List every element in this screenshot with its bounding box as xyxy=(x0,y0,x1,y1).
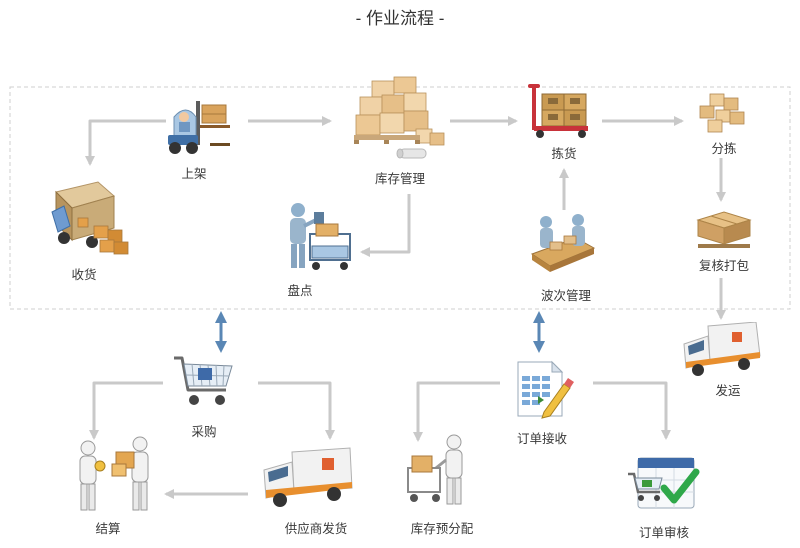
preallocate-label: 库存预分配 xyxy=(410,522,474,536)
order-review-node[interactable] xyxy=(626,454,700,512)
order-review-label: 订单审核 xyxy=(638,526,690,540)
packed-boxes-icon xyxy=(696,211,752,248)
pallet-jack-icon xyxy=(528,84,588,138)
sorting-boxes-icon xyxy=(699,93,745,133)
shelving-label: 上架 xyxy=(181,167,207,181)
arrow-shelving-to-receiving xyxy=(85,119,166,166)
arrow-purchasing-to-supplier xyxy=(258,381,335,440)
warehouse-zone-frame xyxy=(9,86,791,310)
preallocate-node[interactable] xyxy=(400,432,472,512)
picking-node[interactable] xyxy=(524,82,592,140)
arrow-inventory-to-stocktake xyxy=(360,194,411,257)
delivery-truck-icon xyxy=(51,181,129,255)
receiving-label: 收货 xyxy=(71,268,97,282)
order-receive-node[interactable] xyxy=(512,356,574,420)
purchasing-node[interactable] xyxy=(172,354,236,412)
shelving-node[interactable] xyxy=(166,95,234,157)
supplier-truck-icon xyxy=(263,447,353,507)
conveyor-workers-icon xyxy=(530,214,596,272)
supplier-ship-node[interactable] xyxy=(262,446,354,510)
pallet-boxes-icon xyxy=(354,76,445,159)
arrow-order-to-review xyxy=(593,381,671,440)
settlement-node[interactable] xyxy=(74,434,154,516)
preallocate-worker-icon xyxy=(407,434,463,505)
order-receive-label: 订单接收 xyxy=(516,432,568,446)
arrow-order-to-preallocate xyxy=(413,381,500,442)
sorting-node[interactable] xyxy=(696,92,748,134)
inventory-node[interactable] xyxy=(350,73,450,165)
settlement-label: 结算 xyxy=(95,522,121,536)
shipping-truck-icon xyxy=(683,322,761,376)
diagram-title: - 作业流程 - xyxy=(355,9,445,28)
picking-label: 拣货 xyxy=(551,147,577,161)
review-pack-node[interactable] xyxy=(694,210,754,252)
wave-node[interactable] xyxy=(528,212,598,278)
arrow-purchasing-to-settlement xyxy=(89,381,163,440)
forklift-icon xyxy=(168,101,230,154)
order-review-icon xyxy=(628,457,700,509)
order-sheet-icon xyxy=(517,360,574,419)
shopping-cart-icon xyxy=(174,356,233,405)
wave-label: 波次管理 xyxy=(540,289,592,303)
stocktake-label: 盘点 xyxy=(287,284,313,298)
sorting-label: 分拣 xyxy=(711,142,737,156)
stocktake-worker-icon xyxy=(290,203,351,270)
inventory-label: 库存管理 xyxy=(374,172,426,186)
purchasing-label: 采购 xyxy=(191,425,217,439)
stocktake-node[interactable] xyxy=(284,200,356,278)
shipping-label: 发运 xyxy=(715,384,741,398)
shipping-node[interactable] xyxy=(680,322,762,378)
review-pack-label: 复核打包 xyxy=(698,259,750,273)
receiving-node[interactable] xyxy=(48,178,132,260)
settlement-people-icon xyxy=(79,436,149,511)
supplier-ship-label: 供应商发货 xyxy=(284,522,348,536)
